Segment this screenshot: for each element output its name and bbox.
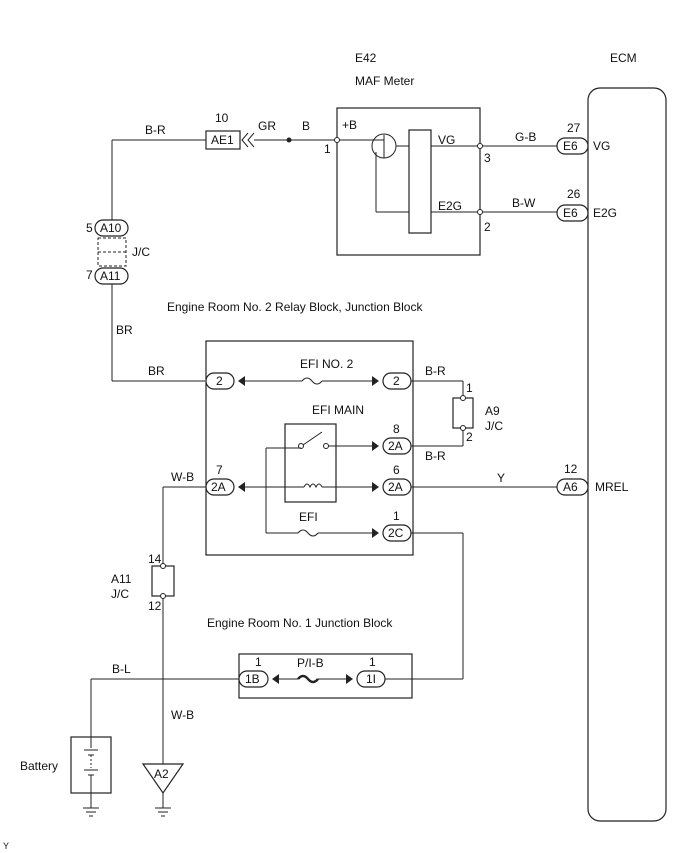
- maf-e2g-no: 2: [484, 220, 491, 234]
- wire-br1-label: BR: [116, 323, 133, 337]
- relay-coil: [303, 483, 323, 489]
- wire-bl-label: B-L: [112, 662, 131, 676]
- e6-e2g-pin: 26: [567, 187, 581, 201]
- wire-b-label: B: [302, 119, 310, 133]
- rb-conn-l2a-label: 2A: [211, 480, 226, 494]
- maf-name: MAF Meter: [355, 74, 414, 88]
- ae1-terminal: [241, 132, 255, 148]
- a11-jc-label: J/C: [111, 587, 129, 601]
- ecm-mrel-label: MREL: [595, 480, 629, 494]
- e6-vg-pin: 27: [567, 121, 581, 135]
- maf-pin-b-label: +B: [342, 118, 357, 132]
- footer-note: Y: [3, 841, 9, 851]
- maf-vg-no: 3: [484, 151, 491, 165]
- maf-e2g-label: E2G: [438, 199, 462, 213]
- rb-conn-r2a-top-label: 2A: [388, 439, 403, 453]
- jb1-c1i-no: 1: [369, 655, 376, 669]
- relay-switch: [302, 431, 323, 446]
- wire-wb-bot-label: W-B: [171, 708, 194, 722]
- wire-bw-label: B-W: [512, 196, 536, 210]
- jc-label: J/C: [132, 245, 150, 259]
- e6-vg-label: E6: [563, 139, 578, 153]
- a6-connector: [556, 478, 589, 496]
- a9-jc-label: J/C: [485, 419, 503, 433]
- efi-fuse: [297, 529, 319, 537]
- ecm-e2g-label: E2G: [593, 206, 617, 220]
- relay-block-box: [205, 340, 414, 556]
- jb1-c1i-label: 1I: [366, 672, 376, 686]
- jc-a10-label: A10: [100, 221, 122, 235]
- maf-sensor-element: [408, 129, 432, 234]
- rb-conn-r2a-mid-label: 2A: [388, 480, 403, 494]
- efi-no2-label: EFI NO. 2: [300, 357, 354, 371]
- a6-label: A6: [563, 480, 578, 494]
- pib-fuse: [297, 674, 319, 684]
- jb1-fuse-label: P/I-B: [297, 656, 324, 670]
- ae1-pin: 10: [215, 111, 229, 125]
- ecm-title: ECM: [610, 51, 637, 65]
- wire-gb-label: G-B: [515, 130, 536, 144]
- a9-pin-2: 2: [466, 430, 473, 444]
- rb-conn-left-2: [205, 372, 235, 390]
- wire-br-top-label: B-R: [145, 123, 166, 137]
- rb-conn-r2a-top-no: 8: [393, 422, 400, 436]
- a9-pin-1: 1: [466, 381, 473, 395]
- rb-conn-left-2-label: 2: [216, 374, 223, 388]
- a11-jc-box: [151, 565, 175, 597]
- jc-a11-label: A11: [100, 269, 121, 283]
- rb-conn-r2c-no: 1: [393, 509, 400, 523]
- a11-pin-12: 12: [148, 599, 162, 613]
- efi-no2-fuse: [301, 377, 323, 385]
- a9-jc-box: [452, 397, 474, 429]
- a11-label: A11: [111, 572, 132, 586]
- jc-a10-connector: [94, 219, 129, 237]
- battery-label: Battery: [20, 759, 58, 773]
- ground-a2-label: A2: [154, 767, 169, 781]
- rb-conn-r2c-label: 2C: [388, 526, 404, 540]
- wire-br2-label: BR: [148, 364, 165, 378]
- rb-conn-right-2-label: 2: [393, 374, 400, 388]
- maf-vg-label: VG: [438, 133, 455, 147]
- rb-conn-r2a-mid-no: 6: [393, 463, 400, 477]
- rb-conn-r2a-top: [382, 437, 412, 455]
- maf-code: E42: [355, 51, 377, 65]
- ecm-vg-label: VG: [593, 139, 610, 153]
- rb-conn-l2a-no: 7: [216, 463, 223, 477]
- jb1-title: Engine Room No. 1 Junction Block: [207, 616, 393, 630]
- efi-main-relay: [284, 423, 337, 503]
- maf-meter-box: [336, 107, 481, 256]
- maf-pin-b-no: 1: [324, 142, 331, 156]
- e6-e2g-label: E6: [563, 206, 578, 220]
- relay-block-title: Engine Room No. 2 Relay Block, Junction …: [167, 300, 423, 314]
- a11-pin-14: 14: [148, 552, 162, 566]
- jc-a11-pin: 7: [86, 268, 93, 282]
- efi-label: EFI: [299, 510, 318, 524]
- jb1-c1b-label: 1B: [245, 672, 260, 686]
- wire-wb-top-label: W-B: [171, 470, 194, 484]
- jb1-c1b-no: 1: [255, 655, 262, 669]
- jc-a10-pin: 5: [86, 221, 93, 235]
- e6-vg-connector: [556, 137, 589, 155]
- wire-br-efi2-label: B-R: [425, 364, 446, 378]
- a6-pin: 12: [564, 462, 578, 476]
- efi-main-label: EFI MAIN: [312, 403, 364, 417]
- wire-br-a9-label: B-R: [425, 449, 446, 463]
- ae1-label: AE1: [211, 133, 234, 147]
- splice-point: [286, 137, 292, 143]
- wire-y-label: Y: [497, 471, 505, 485]
- e6-e2g-connector: [556, 204, 589, 222]
- ground-a2-triangle: [141, 763, 185, 795]
- ae1-connector: [205, 130, 241, 150]
- jc-box: [97, 237, 127, 267]
- ecm-box: [587, 87, 667, 822]
- wire-gr-label: GR: [258, 119, 276, 133]
- a9-label: A9: [485, 404, 500, 418]
